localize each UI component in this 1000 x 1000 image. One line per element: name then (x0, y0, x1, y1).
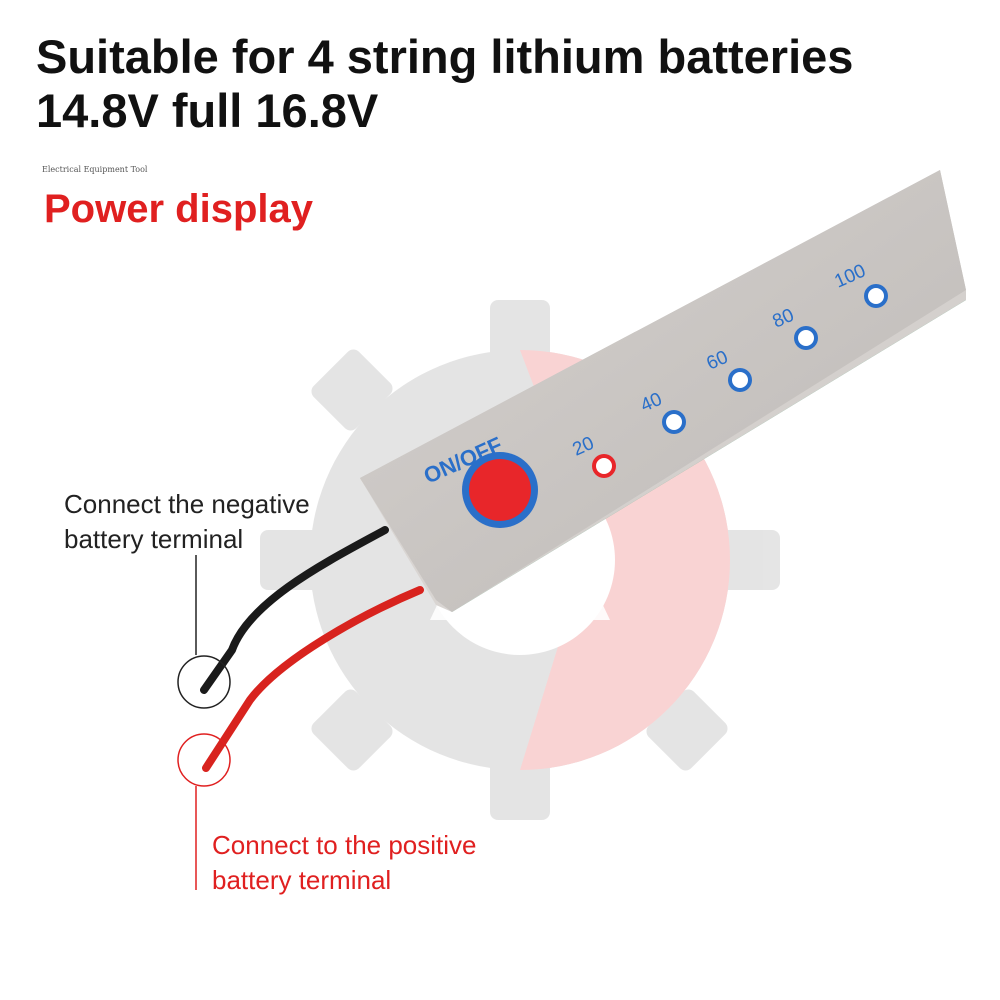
positive-label-line-1: Connect to the positive (212, 830, 477, 860)
brand-watermark-text: Electrical Equipment Tool (42, 165, 148, 174)
negative-callout (177, 555, 231, 709)
positive-wire (202, 586, 424, 772)
power-button-icon[interactable] (462, 452, 538, 528)
negative-label-line-1: Connect the negative (64, 489, 310, 519)
negative-terminal-label: Connect the negative battery terminal (64, 487, 364, 557)
title-line-1: Suitable for 4 string lithium batteries (36, 30, 854, 83)
negative-label-line-2: battery terminal (64, 524, 244, 554)
section-title: Power display (44, 187, 313, 231)
negative-wire (200, 526, 389, 694)
pcb-board (360, 170, 966, 612)
positive-label-line-2: battery terminal (212, 865, 392, 895)
page-title: Suitable for 4 string lithium batteries … (36, 30, 976, 138)
positive-terminal-label: Connect to the positive battery terminal (212, 828, 532, 898)
positive-callout (177, 733, 231, 890)
title-line-2: 14.8V full 16.8V (36, 84, 379, 137)
